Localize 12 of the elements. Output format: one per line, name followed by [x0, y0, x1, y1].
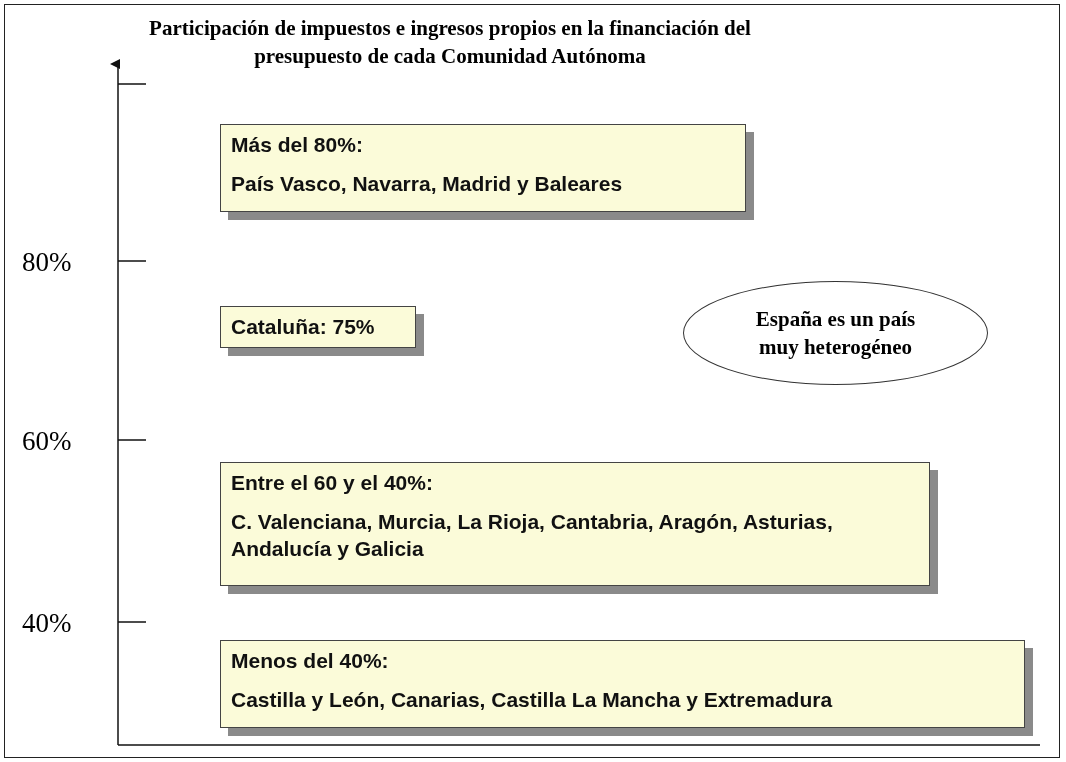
box-heading: Menos del 40%:: [231, 648, 390, 674]
tick-label: 40%: [22, 608, 73, 639]
box-heading: Más del 80%:: [231, 132, 364, 158]
box-text: Castilla y León, Canarias, Castilla La Mancha y Extremadura: [231, 687, 834, 713]
box-text: País Vasco, Navarra, Madrid y Baleares: [231, 171, 624, 197]
axis-title: Participación de impuestos e ingresos propios en la financiación del presupuesto de cada Comunidad Autónoma: [148, 15, 752, 70]
tick-label: 80%: [22, 247, 73, 278]
box-heading: Cataluña: 75%: [231, 314, 376, 340]
box-heading: Entre el 60 y el 40%:: [231, 470, 434, 496]
tick-label: 60%: [22, 426, 73, 457]
box-text: C. Valenciana, Murcia, La Rioja, Cantabria, Aragón, Asturias, Andalucía y Galicia: [231, 509, 834, 562]
note-text: España es un país muy heterogéneo: [754, 306, 917, 361]
